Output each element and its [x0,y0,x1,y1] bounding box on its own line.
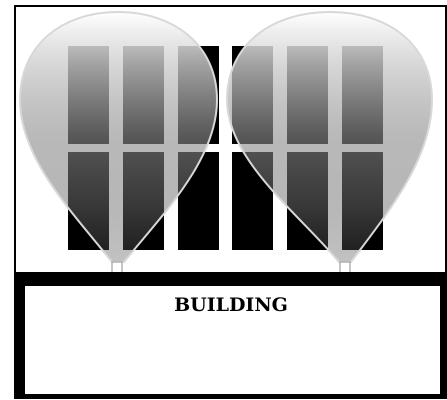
building-label: BUILDING [174,294,288,316]
